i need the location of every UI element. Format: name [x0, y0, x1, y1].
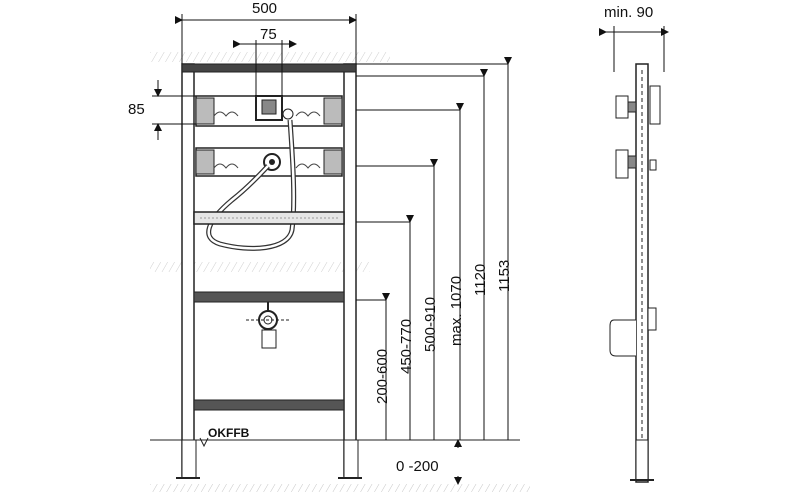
dimension-450-770: 450-770	[398, 318, 415, 374]
dimension-0-200: 0 -200	[396, 458, 439, 475]
dimension-1120: 1120	[472, 263, 489, 296]
dimension-max-1070: max. 1070	[448, 275, 465, 346]
dimension-500: 500	[252, 0, 278, 17]
left-foot	[181, 439, 197, 479]
dimension-75: 75	[260, 26, 277, 43]
wall-hatch-mid	[150, 262, 370, 272]
right-upright	[343, 63, 357, 477]
lower-mounting-plate	[195, 147, 343, 177]
bottom-crossbar	[193, 399, 345, 411]
left-upright	[181, 63, 195, 477]
lower-crossbar	[193, 291, 345, 303]
floor-level-label: OKFFB	[208, 426, 250, 440]
upper-mounting-plate	[195, 95, 343, 127]
floor-hatch	[150, 484, 530, 492]
top-rail	[181, 63, 357, 73]
front-view	[150, 52, 530, 492]
dimension-1153: 1153	[496, 259, 513, 292]
dimension-85: 85	[128, 101, 145, 118]
right-foot	[343, 439, 359, 479]
wall-hatch-top	[150, 52, 390, 62]
side-view	[599, 26, 669, 483]
dimension-500-910: 500-910	[422, 296, 439, 352]
dimension-lines	[152, 14, 512, 485]
dimension-min-90: min. 90	[604, 4, 654, 21]
drain-outlet	[246, 302, 290, 349]
dimension-200-600: 200-600	[374, 348, 391, 404]
